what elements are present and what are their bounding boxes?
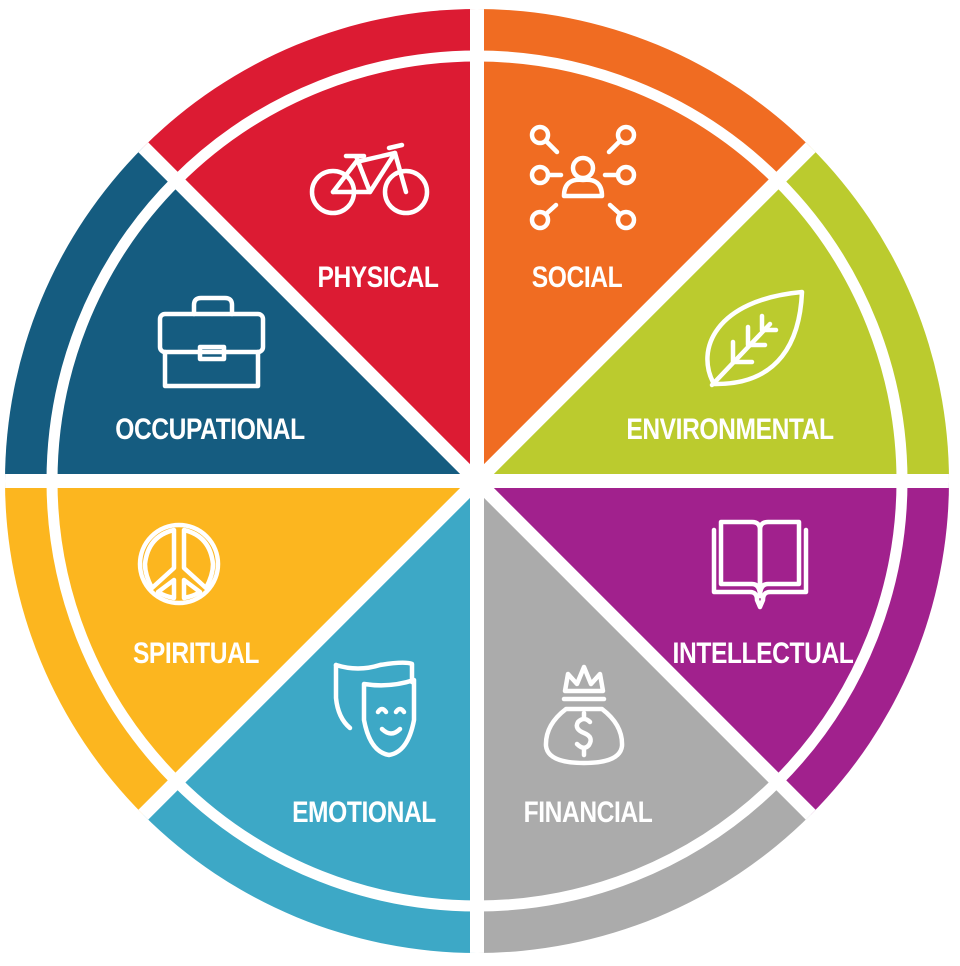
leaf-icon (705, 289, 805, 388)
label-social: SOCIAL (532, 260, 622, 294)
label-occupational: OCCUPATIONAL (115, 412, 305, 446)
theater-masks-icon (333, 660, 417, 758)
label-spiritual: SPIRITUAL (133, 636, 259, 670)
money-bag-icon (543, 664, 625, 766)
label-financial: FINANCIAL (524, 795, 653, 829)
open-book-icon (711, 519, 809, 610)
briefcase-icon (157, 295, 266, 389)
label-environmental: ENVIRONMENTAL (626, 412, 833, 446)
label-physical: PHYSICAL (317, 260, 438, 294)
bicycle-icon (309, 142, 430, 216)
label-emotional: EMOTIONAL (292, 795, 436, 829)
label-intellectual: INTELLECTUAL (673, 636, 854, 670)
peace-sign-icon (137, 522, 221, 606)
social-network-icon (529, 124, 637, 231)
